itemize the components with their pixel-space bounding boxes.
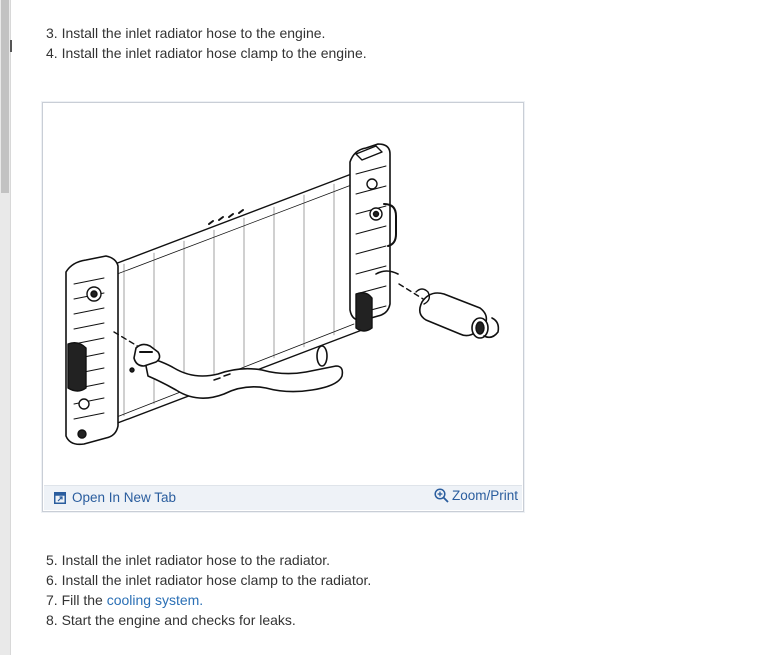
- step-5: 5. Install the inlet radiator hose to th…: [46, 552, 331, 568]
- figure-toolbar: Open In New Tab Zoom/Print: [44, 485, 522, 510]
- step-7-text: 7. Fill the: [46, 592, 107, 608]
- install-steps-bottom: 5. Install the inlet radiator hose to th…: [46, 550, 371, 630]
- radiator-hose-figure: Open In New Tab Zoom/Print: [42, 102, 524, 512]
- radiator-hose-illustration[interactable]: [44, 104, 522, 485]
- step-3: 3. Install the inlet radiator hose to th…: [46, 25, 326, 41]
- zoom-in-icon: [434, 488, 449, 503]
- open-in-new-tab-link[interactable]: Open In New Tab: [54, 490, 176, 505]
- open-in-new-tab-label: Open In New Tab: [72, 490, 177, 505]
- install-steps-top: 3. Install the inlet radiator hose to th…: [46, 23, 367, 63]
- open-new-tab-icon: [54, 491, 66, 504]
- vertical-scrollbar[interactable]: [0, 0, 11, 655]
- step-8: 8. Start the engine and checks for leaks…: [46, 612, 296, 628]
- cooling-system-link[interactable]: cooling system.: [106, 592, 204, 608]
- step-7: 7. Fill the cooling system.: [46, 590, 371, 610]
- step-6: 6. Install the inlet radiator hose clamp…: [46, 572, 372, 588]
- scrollbar-thumb[interactable]: [1, 0, 9, 193]
- zoom-print-label: Zoom/Print: [451, 488, 518, 503]
- step-4: 4. Install the inlet radiator hose clamp…: [46, 45, 367, 61]
- text-cursor-mark: [10, 40, 12, 52]
- zoom-print-link[interactable]: Zoom/Print: [434, 488, 518, 503]
